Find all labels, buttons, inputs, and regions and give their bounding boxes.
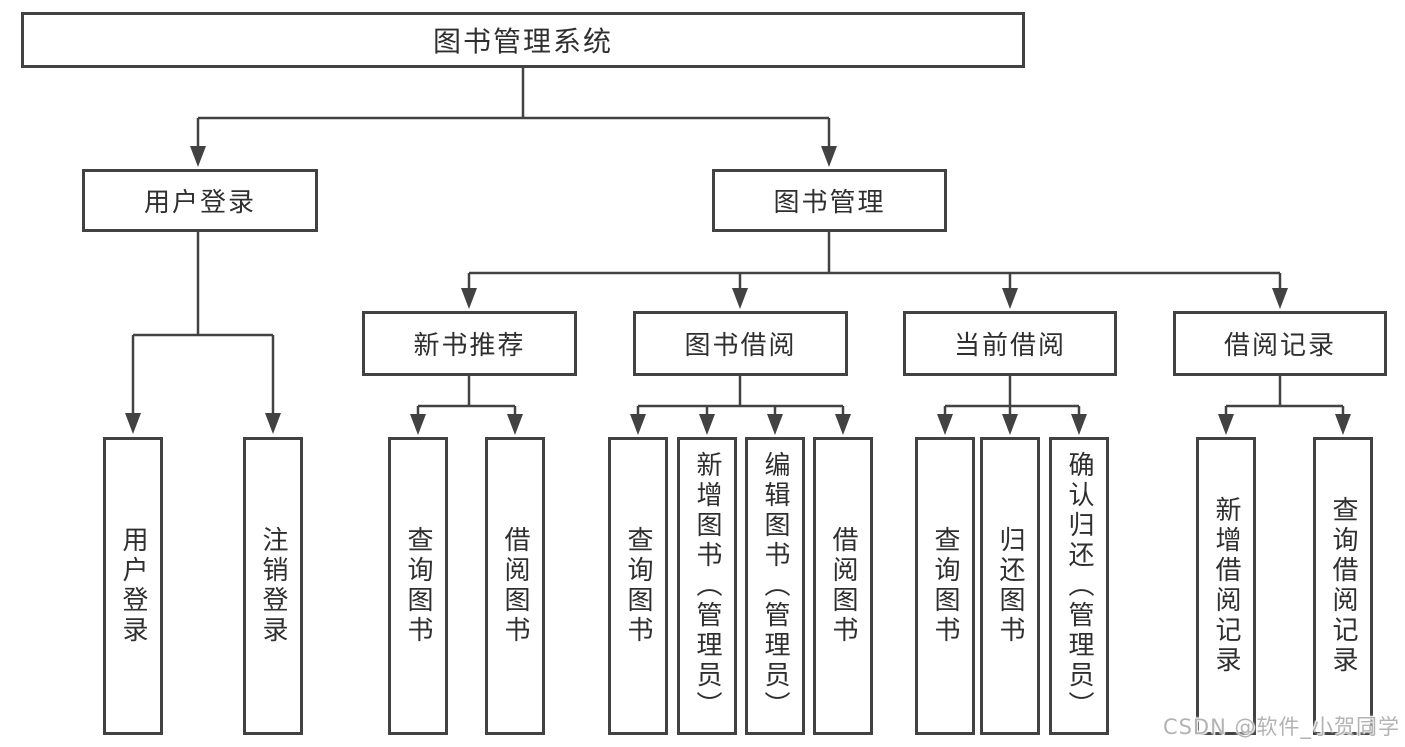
node-label: 当前借阅 bbox=[953, 331, 1066, 361]
leaf-logout: 注销登录 bbox=[243, 437, 303, 735]
leaf-edit-books-admin: 编辑图书（管理员） bbox=[745, 437, 805, 735]
leaf-label: 注销登录 bbox=[258, 526, 288, 646]
leaf-label: 归还图书 bbox=[995, 526, 1025, 646]
leaf-query-books-current: 查询图书 bbox=[915, 437, 975, 735]
node-label: 用户登录 bbox=[143, 188, 256, 218]
node-book-management: 图书管理 bbox=[712, 169, 947, 232]
leaf-label: 用户登录 bbox=[118, 526, 148, 646]
node-label: 图书借阅 bbox=[684, 331, 797, 361]
node-new-book-recommendation: 新书推荐 bbox=[362, 311, 577, 376]
leaf-label: 确认归还（管理员） bbox=[1064, 451, 1094, 721]
node-label: 图书管理系统 bbox=[432, 25, 613, 58]
leaf-query-borrow-record: 查询借阅记录 bbox=[1313, 437, 1373, 735]
leaf-borrow-books-borrowing: 借阅图书 bbox=[813, 437, 873, 735]
leaf-label: 编辑图书（管理员） bbox=[760, 451, 790, 721]
leaf-borrow-books-recommend: 借阅图书 bbox=[485, 437, 545, 735]
node-label: 图书管理 bbox=[773, 188, 886, 218]
node-label: 借阅记录 bbox=[1223, 331, 1336, 361]
node-label: 新书推荐 bbox=[413, 331, 526, 361]
node-library-management-system: 图书管理系统 bbox=[21, 12, 1025, 68]
node-current-borrowing: 当前借阅 bbox=[903, 311, 1117, 376]
leaf-query-books-borrowing: 查询图书 bbox=[608, 437, 668, 735]
leaf-label: 新增借阅记录 bbox=[1211, 496, 1241, 676]
leaf-add-books-admin: 新增图书（管理员） bbox=[677, 437, 737, 735]
leaf-label: 新增图书（管理员） bbox=[692, 451, 722, 721]
leaf-return-books: 归还图书 bbox=[980, 437, 1040, 735]
node-borrowing-records: 借阅记录 bbox=[1173, 311, 1387, 376]
leaf-label: 查询图书 bbox=[930, 526, 960, 646]
node-user-login: 用户登录 bbox=[82, 169, 318, 232]
connector-stems bbox=[131, 68, 1345, 417]
arrowheads bbox=[125, 146, 1351, 435]
leaf-label: 查询图书 bbox=[623, 526, 653, 646]
node-book-borrowing: 图书借阅 bbox=[633, 311, 848, 376]
leaf-label: 借阅图书 bbox=[500, 526, 530, 646]
leaf-confirm-return-admin: 确认归还（管理员） bbox=[1049, 437, 1109, 735]
leaf-add-borrow-record: 新增借阅记录 bbox=[1196, 437, 1256, 735]
leaf-query-books-recommend: 查询图书 bbox=[388, 437, 448, 735]
leaf-user-login: 用户登录 bbox=[103, 437, 163, 735]
leaf-label: 查询图书 bbox=[403, 526, 433, 646]
csdn-watermark: CSDN @软件_小贺同学 bbox=[1162, 715, 1400, 739]
leaf-label: 查询借阅记录 bbox=[1328, 496, 1358, 676]
leaf-label: 借阅图书 bbox=[828, 526, 858, 646]
